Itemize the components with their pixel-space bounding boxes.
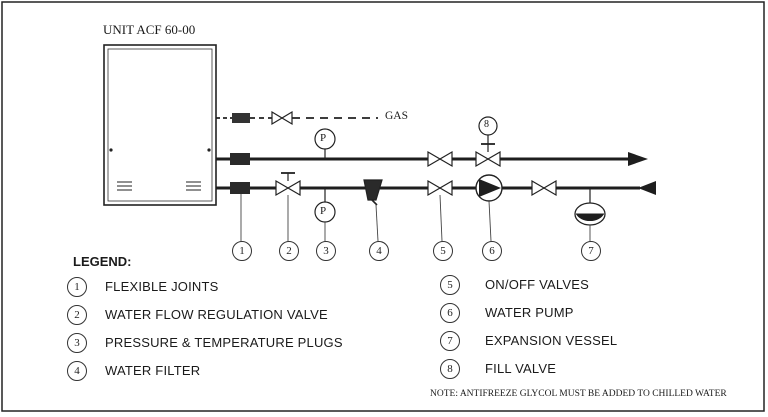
legend-label-water-pump: WATER PUMP <box>485 305 574 320</box>
supply-flow-arrow <box>628 152 648 166</box>
unit-cabinet-outer <box>103 44 217 206</box>
fill-valve <box>475 135 501 168</box>
callout-number-3: 3 <box>316 241 336 261</box>
legend-number-1: 1 <box>67 277 87 297</box>
unit-latch-right <box>207 148 211 152</box>
fill-valve-number: 8 <box>484 119 489 130</box>
legend-label-flexible-joints: FLEXIBLE JOINTS <box>105 279 219 294</box>
callout-number-2: 2 <box>279 241 299 261</box>
regulation-valve <box>275 172 301 197</box>
return-onoff-valve <box>427 179 453 197</box>
glycol-note: NOTE: ANTIFREEZE GLYCOL MUST BE ADDED TO… <box>430 389 727 399</box>
legend-title: LEGEND: <box>73 254 132 269</box>
pump-onoff-valve <box>531 179 557 197</box>
expansion-vessel <box>574 188 606 226</box>
legend-number-3: 3 <box>67 333 87 353</box>
legend-number-8: 8 <box>440 359 460 379</box>
unit-title: UNIT ACF 60-00 <box>103 22 196 37</box>
supply-line <box>216 135 648 168</box>
return-flow-arrow <box>638 181 656 195</box>
return-flexible-joint <box>230 182 250 194</box>
callout-leaders <box>240 194 591 242</box>
water-pump <box>475 174 503 202</box>
gas-valve <box>271 110 293 126</box>
legend-number-2: 2 <box>67 305 87 325</box>
callout-number-5: 5 <box>433 241 453 261</box>
callout-number-4: 4 <box>369 241 389 261</box>
return-pressure-label: P <box>320 205 327 217</box>
callout-number-1: 1 <box>232 241 252 261</box>
legend-label-fill-valve: FILL VALVE <box>485 361 557 376</box>
unit-cabinet-inner <box>107 48 213 202</box>
callout-number-7: 7 <box>581 241 601 261</box>
supply-pressure-plug <box>314 128 336 159</box>
legend-label-water-filter: WATER FILTER <box>105 363 201 378</box>
legend-number-6: 6 <box>440 303 460 323</box>
gas-line <box>216 110 378 126</box>
supply-flexible-joint <box>230 153 250 165</box>
legend-label-pressure-plugs: PRESSURE & TEMPERATURE PLUGS <box>105 335 343 350</box>
unit-vent-right <box>186 181 201 191</box>
fill-valve-marker <box>478 116 498 136</box>
water-filter <box>363 179 383 206</box>
gas-flexible-joint <box>232 113 250 123</box>
legend-number-4: 4 <box>67 361 87 381</box>
legend-label-onoff-valves: ON/OFF VALVES <box>485 277 589 292</box>
return-line <box>216 172 656 206</box>
supply-pressure-label: P <box>320 132 327 144</box>
legend-number-7: 7 <box>440 331 460 351</box>
callout-number-6: 6 <box>482 241 502 261</box>
legend-label-expansion-vessel: EXPANSION VESSEL <box>485 333 618 348</box>
chiller-unit <box>103 44 217 206</box>
gas-label: GAS <box>385 110 409 122</box>
unit-vent-left <box>117 181 132 191</box>
unit-latch-left <box>109 148 113 152</box>
legend-number-5: 5 <box>440 275 460 295</box>
legend-label-regulation-valve: WATER FLOW REGULATION VALVE <box>105 307 328 322</box>
supply-onoff-valve <box>427 150 453 168</box>
